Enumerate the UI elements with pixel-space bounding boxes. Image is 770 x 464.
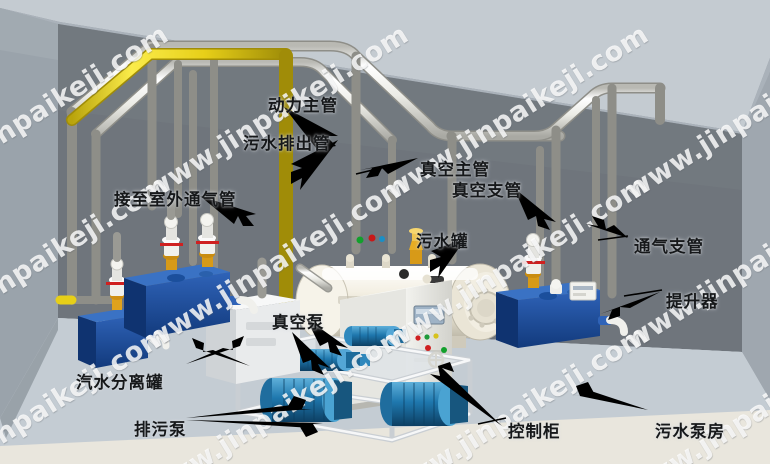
callout-leader-lines <box>355 163 663 425</box>
indicator-green <box>356 236 364 244</box>
label-control-cabinet: 控制柜 <box>508 422 561 441</box>
leader-control-cabinet <box>477 417 507 425</box>
arrow-sewage-pump-1 <box>186 396 312 418</box>
lifter-right-valve-stack <box>522 233 545 288</box>
floor-valve-assembly <box>425 345 447 369</box>
ceiling-slab <box>0 0 770 132</box>
label-lifter: 提升器 <box>666 292 719 311</box>
ceiling-edge <box>0 8 770 146</box>
indicator-blue <box>379 236 385 242</box>
label-vacuum-main: 真空主管 <box>420 160 490 179</box>
lifter-right-1 <box>496 233 628 348</box>
arrow-vacuum-pump-2 <box>292 332 330 375</box>
lifter-left-2 <box>124 196 258 338</box>
label-vacuum-branch: 真空支管 <box>452 181 522 200</box>
watermark-text: www.jinpaikeji.com <box>620 18 770 207</box>
watermark-text: www.jinpaikeji.com <box>140 318 415 464</box>
label-pump-room: 污水泵房 <box>655 422 725 441</box>
lifter-left-1 <box>78 232 170 368</box>
overhead-pipe-network <box>66 40 666 305</box>
label-power-main-pipe: 动力主管 <box>268 96 338 115</box>
label-sewage-pump: 排污泵 <box>134 420 187 439</box>
arrow-vent-branch <box>586 216 628 238</box>
sewage-pump-group <box>260 378 468 426</box>
watermark-text: www.jinpaikeji.com <box>620 318 770 464</box>
arrow-separator-main <box>186 336 252 364</box>
arrow-vacuum-main <box>360 158 418 178</box>
right-pipe-fittings <box>550 279 562 294</box>
leader-vent-branch <box>597 235 629 241</box>
control-cabinet-box <box>340 280 452 412</box>
arrow-sewage-pump-2 <box>186 420 323 437</box>
arrow-pump-room <box>570 382 648 410</box>
floor-left-shadow <box>0 318 58 438</box>
label-separator-tank: 汽水分离罐 <box>76 373 164 392</box>
back-wall-shade <box>58 24 742 190</box>
lifter-left-2-valve-stack-b <box>196 213 219 267</box>
leader-lifter <box>623 289 663 297</box>
pump-skid-frame <box>235 333 473 443</box>
arrow-separator <box>184 338 250 366</box>
label-vacuum-pump: 真空泵 <box>272 313 325 332</box>
indicator-red <box>368 234 376 242</box>
label-sewage-outlet: 污水排出管 <box>243 134 331 153</box>
left-wall <box>0 8 58 418</box>
label-vent-branch: 通气支管 <box>634 237 704 256</box>
sewage-tank-vessel <box>295 228 511 348</box>
label-sewage-tank: 污水罐 <box>416 232 469 251</box>
label-outdoor-vent: 接至室外通气管 <box>114 190 237 209</box>
left-wall-shade <box>0 8 58 60</box>
floor-back-edge <box>58 318 742 360</box>
lifter-left-1-valve-stack <box>106 232 128 310</box>
watermark-text: www.jinpaikeji.com <box>620 168 770 357</box>
watermark-text: www.jinpaikeji.com <box>380 318 655 464</box>
lifter-left-2-valve-stack-a <box>160 196 183 270</box>
leader-vacuum-main <box>355 163 399 175</box>
arrow-lifter <box>600 292 660 320</box>
arrow-control-cabinet <box>430 362 502 426</box>
right-wall <box>742 72 770 400</box>
watermark-text: www.jinpaikeji.com <box>0 18 175 207</box>
